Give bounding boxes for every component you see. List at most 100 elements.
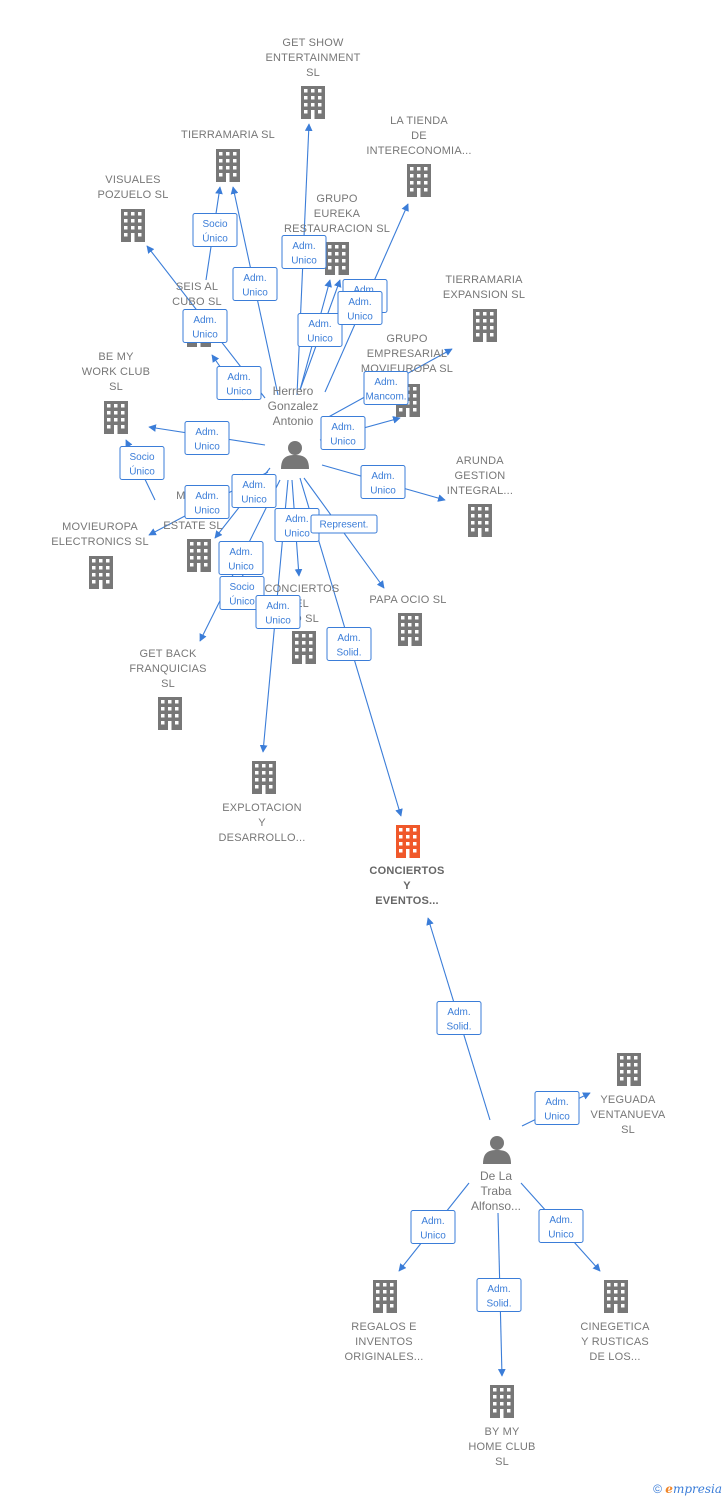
person-label: Gonzalez	[268, 399, 319, 413]
relation-label-text: Unico	[330, 437, 356, 448]
company-label: GRUPO	[386, 333, 428, 345]
company-label: VENTANUEVA	[591, 1109, 666, 1121]
relation-label-p1-tierramaria_exp[interactable]: Adm.Mancom.	[363, 371, 409, 405]
relation-label-box	[119, 446, 165, 480]
relation-label-text: Adm.	[371, 471, 394, 482]
relation-label-box	[184, 421, 230, 455]
company-label: EUREKA	[314, 208, 361, 220]
relation-label-p1-explotacion[interactable]: Adm.Unico	[255, 595, 301, 629]
relation-label-text: Unico	[241, 495, 267, 506]
company-label: DESARROLLO...	[219, 832, 306, 844]
building-icon	[468, 504, 492, 537]
building-icon	[373, 1280, 397, 1313]
company-label: SL	[495, 1456, 509, 1468]
relation-label-p1-seis_al_cubo[interactable]: Adm.Unico	[216, 366, 262, 400]
relation-label-p1-movieuropa_elec[interactable]: Adm.Unico	[184, 485, 230, 519]
company-label: CONCIERTOS	[265, 583, 340, 595]
relation-label-p2-regalos[interactable]: Adm.Unico	[410, 1210, 456, 1244]
relation-label-text: Unico	[242, 288, 268, 299]
relation-label-text: Unico	[548, 1230, 574, 1241]
company-label: SL	[109, 381, 123, 393]
company-label: INTERECONOMIA...	[366, 145, 471, 157]
relation-label-p1-be_my_work[interactable]: Adm.Unico	[184, 421, 230, 455]
relation-label-p1-get_show[interactable]: Adm.Unico	[281, 235, 327, 269]
relation-label-text: Unico	[194, 506, 220, 517]
building-icon	[104, 401, 128, 434]
relation-label-p1-conciertos_eventos[interactable]: Adm.Solid.	[326, 627, 372, 661]
person-node-p2[interactable]: De LaTrabaAlfonso...	[471, 1136, 521, 1213]
relation-label-p1-papa_ocio[interactable]: Represent.	[310, 514, 378, 534]
building-icon	[252, 761, 276, 794]
company-node-explotacion[interactable]: EXPLOTACIONYDESARROLLO...	[219, 761, 306, 844]
company-label: ESTATE SL	[163, 520, 222, 532]
relation-label-text: Unico	[370, 486, 396, 497]
company-node-visuales[interactable]: VISUALES POZUELO SL	[97, 174, 168, 242]
relation-label-box	[232, 267, 278, 301]
relation-label-p2-yeguada[interactable]: Adm.Unico	[534, 1091, 580, 1125]
company-label: PAPA OCIO SL	[369, 594, 446, 606]
person-label: Alfonso...	[471, 1199, 521, 1213]
relation-label-text: Único	[202, 232, 228, 245]
relation-label-text: Único	[229, 595, 255, 608]
company-node-conciertos-eventos[interactable]: CONCIERTOSYEVENTOS...	[369, 825, 444, 907]
company-label: LA TIENDA	[390, 115, 448, 127]
relation-label-p1-conciertos_del[interactable]: Adm.Unico	[274, 508, 320, 542]
relation-label-p1-get_back[interactable]: Adm.Unico	[218, 541, 264, 575]
company-label: WORK CLUB	[82, 366, 150, 378]
relation-label-text: Unico	[347, 312, 373, 323]
relation-label-text: Unico	[544, 1112, 570, 1123]
relation-label-p2-conciertos_eventos[interactable]: Adm.Solid.	[436, 1001, 482, 1035]
relation-label-p1-grupo_movieuropa[interactable]: Adm.Unico	[320, 416, 366, 450]
relation-label-box	[534, 1091, 580, 1125]
relation-label-p1-mode_real_estate[interactable]: Adm.Unico	[231, 474, 277, 508]
company-label: SL	[161, 678, 175, 690]
relation-label-p1-arunda[interactable]: Adm. Unico	[360, 465, 406, 499]
company-label: TIERRAMARIA	[445, 274, 523, 286]
relation-label-text: Adm.	[447, 1007, 470, 1018]
relation-label-text: Adm.	[227, 372, 250, 383]
company-node-arunda[interactable]: ARUNDAGESTIONINTEGRAL...	[447, 455, 513, 537]
company-label: ENTERTAINMENT	[265, 52, 360, 64]
building-icon	[396, 825, 420, 858]
relation-label-p1-visuales[interactable]: Adm.Unico	[182, 309, 228, 343]
company-node-papa-ocio[interactable]: PAPA OCIO SL	[369, 594, 446, 646]
relation-label-text: Represent.	[320, 520, 369, 531]
company-label: SL	[621, 1124, 635, 1136]
relation-label-text: Adm.	[549, 1215, 572, 1226]
relation-label-p1-tierramaria[interactable]: Adm.Unico	[232, 267, 278, 301]
relation-label-box	[538, 1209, 584, 1243]
relation-labels-layer: Adm.UnicoAdm.UnicoSocioÚnicoAdm.Solid.Ad…	[119, 213, 584, 1312]
company-node-la-tienda[interactable]: LA TIENDADEINTERECONOMIA...	[366, 115, 471, 197]
company-label: VISUALES	[105, 174, 160, 186]
building-icon	[617, 1053, 641, 1086]
footer-brand[interactable]: © empresia	[653, 1482, 722, 1496]
company-label: POZUELO SL	[97, 189, 168, 201]
relation-label-p2-by_my_home[interactable]: Adm.Solid.	[476, 1278, 522, 1312]
company-label: CINEGETICA	[580, 1321, 650, 1333]
company-label: EVENTOS...	[375, 895, 439, 907]
relation-label-p2-cinegetica[interactable]: Adm. Unico	[538, 1209, 584, 1243]
company-label: GESTION	[455, 470, 506, 482]
building-icon	[216, 149, 240, 182]
company-node-tierramaria[interactable]: TIERRAMARIA SL	[181, 129, 275, 182]
relation-label-text: Unico	[265, 616, 291, 627]
relation-label-box	[184, 485, 230, 519]
relation-label-p1-grupo_eureka[interactable]: Adm.Unico	[337, 291, 383, 325]
relation-label-p1-grupo_eureka[interactable]: Adm.Unico	[297, 313, 343, 347]
company-node-regalos[interactable]: REGALOS EINVENTOSORIGINALES...	[344, 1280, 423, 1363]
company-label: INTEGRAL...	[447, 485, 513, 497]
